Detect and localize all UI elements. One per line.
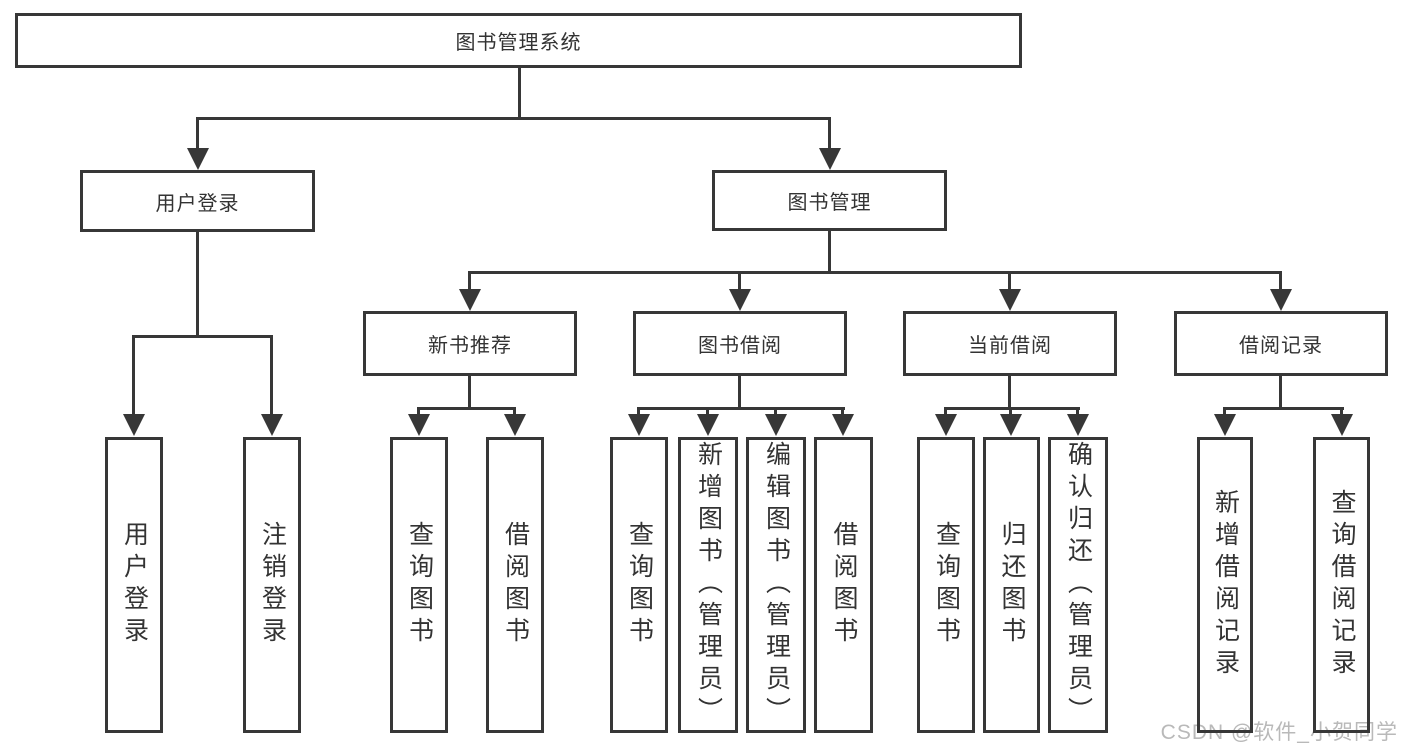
connector-vline — [1008, 375, 1011, 409]
connector-vline — [1340, 408, 1343, 418]
connector-vline — [1008, 272, 1011, 292]
connector-vline — [196, 231, 199, 337]
node-label: 确认归还（管理员） — [1064, 441, 1093, 729]
node-query-books-current: 查询图书 — [917, 437, 975, 733]
connector-vline — [132, 336, 135, 417]
node-query-books-borrow: 查询图书 — [610, 437, 668, 733]
connector-vline — [468, 272, 471, 292]
connector-vline — [738, 375, 741, 409]
connector-vline — [1279, 375, 1282, 409]
connector-hline — [132, 335, 273, 338]
arrowhead — [408, 414, 430, 436]
node-user-login: 用户登录 — [80, 170, 315, 232]
connector-vline — [841, 408, 844, 418]
node-add-book-admin: 新增图书（管理员） — [678, 437, 738, 733]
node-label: 查询图书 — [932, 521, 961, 649]
connector-hline — [637, 407, 845, 410]
connector-hline — [196, 117, 831, 120]
arrowhead — [1214, 414, 1236, 436]
arrowhead — [935, 414, 957, 436]
node-label: 图书管理系统 — [455, 32, 582, 54]
node-current-borrow: 当前借阅 — [903, 311, 1117, 376]
arrowhead — [1067, 414, 1089, 436]
connector-vline — [774, 408, 777, 418]
connector-vline — [1076, 408, 1079, 418]
node-new-book-recommend: 新书推荐 — [363, 311, 577, 376]
node-book-borrow: 图书借阅 — [633, 311, 847, 376]
node-borrow-books-recommend: 借阅图书 — [486, 437, 544, 733]
arrowhead — [832, 414, 854, 436]
connector-vline — [518, 67, 521, 118]
node-label: 借阅图书 — [501, 521, 530, 649]
node-label: 用户登录 — [120, 521, 149, 649]
connector-hline — [417, 407, 516, 410]
node-label: 新增图书（管理员） — [694, 441, 723, 729]
connector-vline — [513, 408, 516, 418]
node-label: 查询借阅记录 — [1328, 489, 1356, 681]
watermark: CSDN @软件_小贺同学 — [1160, 721, 1398, 744]
arrowhead — [1000, 414, 1022, 436]
connector-vline — [1009, 408, 1012, 418]
node-label: 新增借阅记录 — [1211, 489, 1240, 681]
arrowhead — [459, 289, 481, 311]
connector-vline — [738, 272, 741, 292]
node-add-borrow-record: 新增借阅记录 — [1197, 437, 1253, 733]
node-label: 查询图书 — [625, 521, 654, 649]
node-logout: 注销登录 — [243, 437, 301, 733]
connector-vline — [1223, 408, 1226, 418]
connector-hline — [944, 407, 1080, 410]
node-label: 查询图书 — [405, 521, 434, 649]
node-return-books: 归还图书 — [983, 437, 1040, 733]
node-query-borrow-record: 查询借阅记录 — [1313, 437, 1370, 733]
arrowhead — [504, 414, 526, 436]
node-label: 新书推荐 — [428, 335, 512, 357]
node-label: 借阅图书 — [830, 521, 858, 649]
node-borrow-books: 借阅图书 — [814, 437, 873, 733]
connector-vline — [828, 118, 831, 152]
connector-vline — [706, 408, 709, 418]
connector-vline — [637, 408, 640, 418]
node-label: 借阅记录 — [1239, 335, 1323, 357]
node-confirm-return-admin: 确认归还（管理员） — [1048, 437, 1108, 733]
connector-hline — [468, 271, 1282, 274]
connector-vline — [944, 408, 947, 418]
arrowhead — [187, 148, 209, 170]
arrowhead — [729, 289, 751, 311]
arrowhead — [628, 414, 650, 436]
node-edit-book-admin: 编辑图书（管理员） — [746, 437, 806, 733]
arrowhead — [819, 148, 841, 170]
connector-vline — [828, 230, 831, 273]
node-label: 归还图书 — [998, 521, 1026, 649]
node-query-books-recommend: 查询图书 — [390, 437, 448, 733]
connector-hline — [1223, 407, 1344, 410]
arrowhead — [1270, 289, 1292, 311]
node-login: 用户登录 — [105, 437, 163, 733]
node-label: 用户登录 — [155, 192, 240, 215]
node-label: 图书借阅 — [698, 335, 782, 357]
arrowhead — [123, 414, 145, 436]
connector-vline — [270, 336, 273, 417]
node-book-management: 图书管理 — [712, 170, 947, 231]
arrowhead — [765, 414, 787, 436]
node-label: 图书管理 — [787, 192, 872, 214]
arrowhead — [697, 414, 719, 436]
connector-vline — [468, 375, 471, 409]
node-borrow-records: 借阅记录 — [1174, 311, 1388, 376]
connector-vline — [196, 118, 199, 152]
node-label: 编辑图书（管理员） — [762, 441, 791, 729]
arrowhead — [1331, 414, 1353, 436]
node-library-system: 图书管理系统 — [15, 13, 1022, 68]
connector-vline — [1279, 272, 1282, 292]
node-label: 当前借阅 — [968, 335, 1052, 357]
node-label: 注销登录 — [258, 521, 287, 649]
arrowhead — [261, 414, 283, 436]
connector-vline — [417, 408, 420, 418]
arrowhead — [999, 289, 1021, 311]
